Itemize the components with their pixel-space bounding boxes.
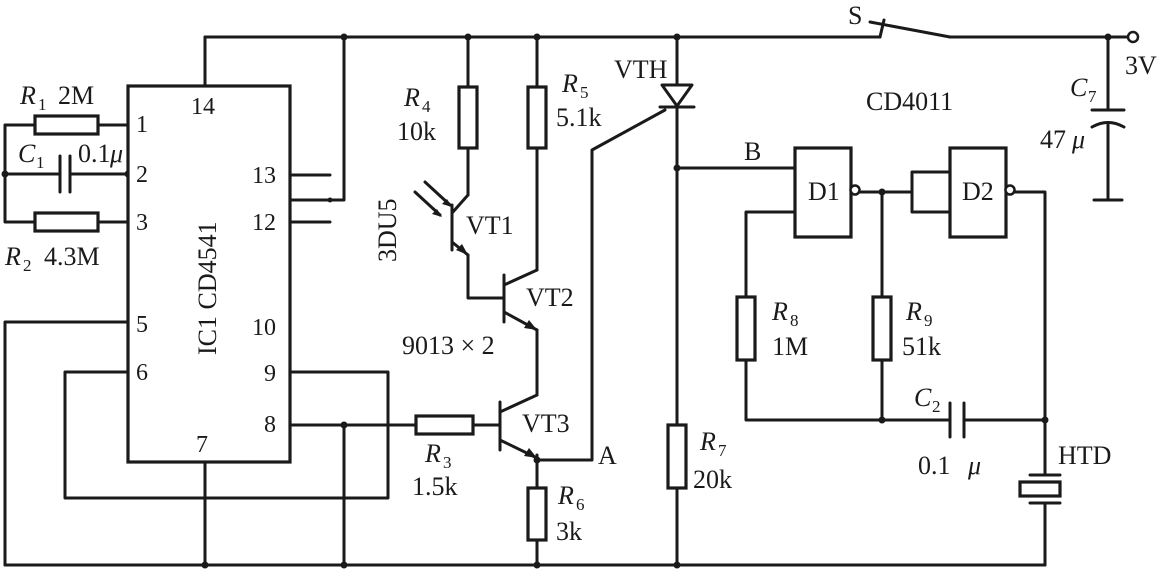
r9-index: 9 — [924, 311, 933, 330]
r5-value: 5.1k — [556, 103, 602, 132]
r1-index: 1 — [38, 95, 47, 114]
r7-value: 20k — [693, 465, 732, 494]
capacitor-c2: C 2 0.1 μ — [914, 383, 981, 480]
capacitor-c1: C 1 0.1 μ — [18, 139, 123, 194]
r1-value: 2M — [58, 81, 94, 110]
r9-value: 51k — [902, 332, 941, 361]
r4-value: 10k — [397, 117, 436, 146]
resistor-r9: R 9 51k — [871, 295, 941, 362]
capacitor-c7: C 7 47 μ — [1040, 73, 1126, 154]
buzzer-htd: HTD — [1018, 441, 1111, 505]
resistor-r8: R 8 1M — [735, 295, 808, 362]
pin-13: 13 — [252, 163, 276, 189]
thyristor-vth: VTH — [614, 55, 696, 109]
switch-label: S — [848, 1, 862, 30]
supply-terminal: 3V — [1125, 30, 1157, 80]
resistor-r2: R 2 4.3M — [4, 211, 100, 275]
c2-value: 0.1 — [918, 451, 951, 480]
resistor-r3: R 3 1.5k — [412, 414, 475, 501]
r5-symbol: R — [561, 69, 578, 98]
junction-dots — [1, 33, 1112, 569]
c7-unit: μ — [1071, 125, 1085, 154]
cd4011-gates: CD4011 D1 D2 — [793, 87, 1016, 239]
gate-d1: D1 — [793, 146, 861, 239]
r4-symbol: R — [403, 83, 420, 112]
vt2-label: VT2 — [526, 283, 574, 312]
r7-index: 7 — [718, 441, 727, 460]
d2-label: D2 — [962, 177, 994, 206]
r3-index: 3 — [443, 453, 452, 472]
pin-7: 7 — [196, 432, 208, 458]
pin-9: 9 — [264, 361, 276, 387]
pin-2: 2 — [136, 162, 148, 188]
resistor-r6: R 6 3k — [526, 481, 585, 546]
r5-index: 5 — [580, 83, 589, 102]
ic1-name: IC1 CD4541 — [193, 221, 222, 355]
r6-symbol: R — [557, 481, 574, 510]
phototransistor-vt1: 3DU5 VT1 — [373, 180, 514, 262]
node-b-label: B — [744, 137, 761, 166]
resistor-r1: R 1 2M — [19, 81, 100, 136]
r8-symbol: R — [771, 297, 788, 326]
switch-s: S — [848, 1, 952, 39]
htd-label: HTD — [1058, 441, 1111, 470]
c2-symbol: C — [914, 383, 932, 412]
resistor-r7: R 7 20k — [666, 423, 732, 494]
vt1-label: VT1 — [466, 211, 514, 240]
pin-12: 12 — [252, 210, 276, 236]
node-a-label: A — [598, 441, 617, 470]
cd4011-label: CD4011 — [866, 87, 953, 116]
resistor-r5: R 5 5.1k — [526, 69, 602, 150]
r2-value: 4.3M — [44, 242, 100, 271]
c1-value: 0.1 — [78, 139, 111, 168]
transistor-vt2: VT2 9013 × 2 — [402, 268, 574, 360]
c2-index: 2 — [932, 397, 941, 416]
pin-1: 1 — [136, 112, 148, 138]
c7-symbol: C — [1070, 73, 1088, 102]
c7-value: 47 — [1040, 125, 1066, 154]
c1-index: 1 — [36, 153, 45, 172]
r2-index: 2 — [23, 256, 32, 275]
c1-unit: μ — [109, 139, 123, 168]
transistor-vt3: VT3 — [498, 393, 570, 460]
c1-symbol: C — [18, 139, 36, 168]
pin-10: 10 — [252, 315, 276, 341]
r3-symbol: R — [424, 439, 441, 468]
c7-index: 7 — [1088, 87, 1097, 106]
pin-3: 3 — [136, 210, 148, 236]
r6-index: 6 — [576, 495, 585, 514]
r2-symbol: R — [4, 242, 21, 271]
pin-14: 14 — [191, 94, 215, 120]
r8-index: 8 — [790, 311, 799, 330]
pin-8: 8 — [264, 412, 276, 438]
r1-symbol: R — [19, 81, 36, 110]
transistor-part-label: 9013 × 2 — [402, 331, 495, 360]
r7-symbol: R — [699, 427, 716, 456]
gate-d2: D2 — [948, 146, 1016, 239]
r3-value: 1.5k — [412, 472, 458, 501]
pin-6: 6 — [136, 360, 148, 386]
r6-value: 3k — [556, 517, 582, 546]
d1-label: D1 — [808, 177, 840, 206]
c2-unit: μ — [967, 451, 981, 480]
r8-value: 1M — [772, 332, 808, 361]
ic1-chip: IC1 CD4541 1 2 3 5 6 7 14 13 12 10 9 8 — [126, 84, 292, 464]
supply-voltage-label: 3V — [1125, 51, 1157, 80]
pin-5: 5 — [136, 312, 148, 338]
phototransistor-label: 3DU5 — [373, 198, 402, 262]
r4-index: 4 — [422, 97, 431, 116]
wires — [3, 35, 1130, 567]
resistor-r4: R 4 10k — [397, 83, 479, 150]
vth-label: VTH — [614, 55, 668, 84]
vt3-label: VT3 — [522, 409, 570, 438]
r9-symbol: R — [905, 297, 922, 326]
